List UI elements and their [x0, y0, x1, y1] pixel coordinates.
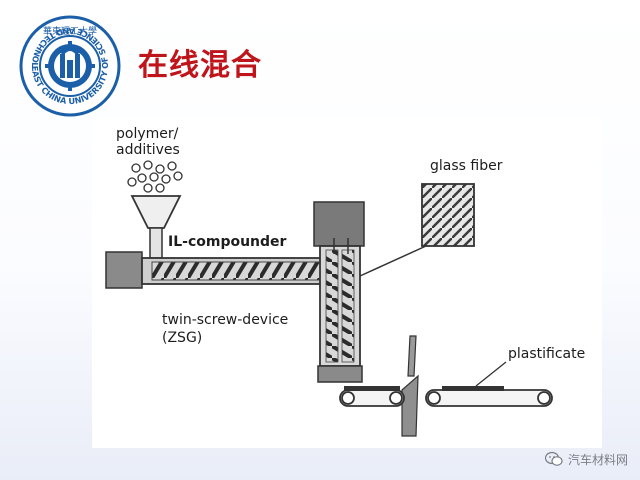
zsg-die — [317, 365, 363, 383]
feed-hopper — [130, 195, 182, 229]
label-glass-fiber: glass fiber — [430, 158, 503, 174]
label-il-compounder: IL-compounder — [168, 234, 287, 250]
glass-fiber-spool — [421, 183, 475, 247]
diagram-svg: polymer/ additives IL-compounder glass f… — [105, 126, 585, 437]
source-watermark: 汽车材料网 — [544, 450, 628, 468]
label-twin-screw-line2: (ZSG) — [162, 330, 202, 346]
cutter-blade — [407, 335, 417, 377]
label-polymer-line1: polymer/ — [116, 126, 179, 142]
slide-title: 在线混合 — [138, 48, 262, 83]
watermark-text: 汽车材料网 — [567, 452, 628, 467]
label-polymer-line2: additives — [116, 142, 180, 158]
ecust-seal-logo-icon: EAST CHINA UNIVERSITY OF SCIENCE AND TEC… — [18, 14, 121, 117]
svg-text:華東理工大學: 華東理工大學 — [43, 25, 97, 37]
label-plastificate: plastificate — [508, 346, 585, 362]
polymer-pellets — [127, 160, 183, 193]
label-twin-screw-line1: twin-screw-device — [162, 312, 288, 328]
extruder-motor — [105, 251, 143, 289]
zsg-drive-block — [313, 201, 365, 247]
conveyor-left — [339, 389, 405, 407]
wechat-icon — [544, 451, 563, 466]
conveyor-right — [425, 389, 553, 407]
university-logo: EAST CHINA UNIVERSITY OF SCIENCE AND TEC… — [18, 14, 122, 118]
extrusion-process-diagram: polymer/ additives IL-compounder glass f… — [92, 118, 602, 448]
